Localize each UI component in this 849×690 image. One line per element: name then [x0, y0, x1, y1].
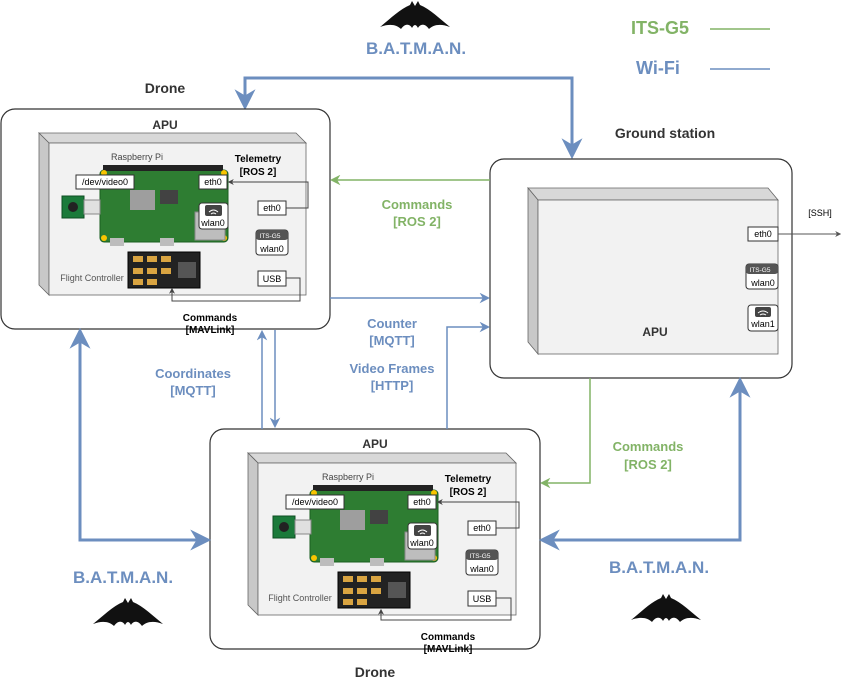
commands-ros-top-protocol: [ROS 2]: [393, 214, 441, 229]
drone-top-fc-label: Flight Controller: [60, 273, 124, 283]
ssh-label: [SSH]: [808, 208, 832, 218]
drone-top-rpi-label: Raspberry Pi: [111, 152, 163, 162]
drone-bottom-pi-eth-label: eth0: [413, 497, 431, 507]
ground-station-wlan1-label: wlan1: [750, 319, 775, 329]
drone-top-video-port: [75, 174, 135, 190]
drone-top-its-wlan-label: wlan0: [259, 244, 284, 254]
drone-top-pi-eth-label: eth0: [204, 177, 222, 187]
commands-ros-bottom-label: Commands: [613, 439, 684, 454]
drone-top-commands-label: Commands: [183, 313, 238, 324]
coordinates-label: Coordinates: [155, 366, 231, 381]
drone-bottom-rpi-label: Raspberry Pi: [322, 472, 374, 482]
legend-wifi-label: Wi-Fi: [636, 58, 680, 78]
drone-bottom-telemetry-wire: [436, 499, 520, 529]
drone-top-telemetry-wire: [227, 179, 309, 209]
drone-top-flight-controller: [127, 251, 201, 289]
video-frames-protocol: [HTTP]: [371, 378, 414, 393]
drone-bottom-its-g5-tag: ITS-G5: [470, 553, 491, 560]
batman-link-left: [69, 327, 212, 551]
ground-station-apu-label: APU: [642, 325, 667, 339]
drone-top-telemetry-protocol: [ROS 2]: [240, 167, 277, 178]
drone-bottom-pi-wlan-port: [407, 522, 438, 550]
ground-station-its-wlan-label: wlan0: [750, 278, 775, 288]
drone-top-pi-wlan-label: wlan0: [200, 218, 225, 228]
drone-top-usb-label: USB: [263, 274, 282, 284]
drone-top-eth-label: eth0: [263, 203, 281, 213]
drone-bottom-its-wlan-label: wlan0: [469, 564, 494, 574]
bat-icon-left: [93, 598, 163, 626]
commands-ros-top-label: Commands: [382, 197, 453, 212]
ground-station-eth-label: eth0: [754, 229, 772, 239]
drone-bottom-pi-wlan-label: wlan0: [409, 538, 434, 548]
batman-link-top: [234, 76, 583, 160]
drone-top-pi-eth-port: [198, 174, 228, 190]
drone-top-telemetry-label: Telemetry: [235, 154, 282, 165]
drone-bottom-video-port: [285, 494, 345, 510]
drone-bottom-video-label: /dev/video0: [292, 497, 338, 507]
drone-bottom-flight-controller: [337, 571, 411, 609]
batman-label-left: B.A.T.M.A.N.: [73, 568, 173, 587]
ground-station-its-g5-tag: ITS-G5: [750, 267, 771, 274]
drone-bottom-apu: APU Raspberry Pi: [209, 428, 541, 655]
drone-top-apu-label: APU: [152, 118, 177, 132]
drone-bottom-commands-protocol: [MAVLink]: [424, 644, 473, 655]
drone-bottom-apu-label: APU: [362, 437, 387, 451]
batman-label-top: B.A.T.M.A.N.: [366, 39, 466, 58]
drone-bottom-camera-icon: [272, 515, 312, 539]
bat-icon-top: [380, 1, 450, 29]
drone-top-commands-wire: [169, 277, 301, 302]
drone-bottom-commands-label: Commands: [421, 632, 476, 643]
coordinates-protocol: [MQTT]: [170, 383, 215, 398]
drone-top-apu: APU Raspberry Pi: [0, 108, 331, 336]
drone-bottom-eth-label: eth0: [473, 523, 491, 533]
drone-top-title: Drone: [145, 80, 186, 96]
batman-label-right: B.A.T.M.A.N.: [609, 558, 709, 577]
drone-bottom-fc-label: Flight Controller: [268, 593, 332, 603]
bat-icon-right: [631, 594, 701, 622]
ground-station-apu: APU eth0 ITS-G5 wlan0 wlan1: [489, 158, 793, 379]
commands-ros-link-bottom: [539, 378, 591, 489]
video-frames-label: Video Frames: [349, 361, 434, 376]
drone-top-pi-wlan-port: [198, 202, 229, 230]
drone-top-commands-protocol: [MAVLink]: [186, 325, 235, 336]
drone-bottom-its-g5-port: [465, 549, 499, 576]
drone-top-video-label: /dev/video0: [82, 177, 128, 187]
drone-bottom-usb-label: USB: [473, 594, 492, 604]
video-frames-http-link: [446, 321, 491, 429]
drone-bottom-title: Drone: [355, 664, 396, 680]
drone-bottom-pi-eth-port: [407, 494, 437, 510]
drone-bottom-telemetry-label: Telemetry: [445, 474, 492, 485]
drone-top-its-g5-tag: ITS-G5: [260, 233, 281, 240]
drone-top-its-g5-port: [255, 229, 289, 256]
commands-ros-bottom-protocol: [ROS 2]: [624, 457, 672, 472]
counter-protocol: [MQTT]: [369, 333, 414, 348]
counter-label: Counter: [367, 316, 417, 331]
drone-top-camera-icon: [61, 195, 101, 219]
drone-bottom-telemetry-protocol: [ROS 2]: [450, 487, 487, 498]
drone-bottom-commands-wire: [378, 597, 512, 621]
ground-station-title: Ground station: [615, 125, 715, 141]
ground-station-its-g5-port: [745, 263, 779, 290]
ground-station-wlan1-port: [747, 304, 779, 332]
batman-link-right: [538, 376, 751, 551]
legend-its-g5-label: ITS-G5: [631, 18, 689, 38]
